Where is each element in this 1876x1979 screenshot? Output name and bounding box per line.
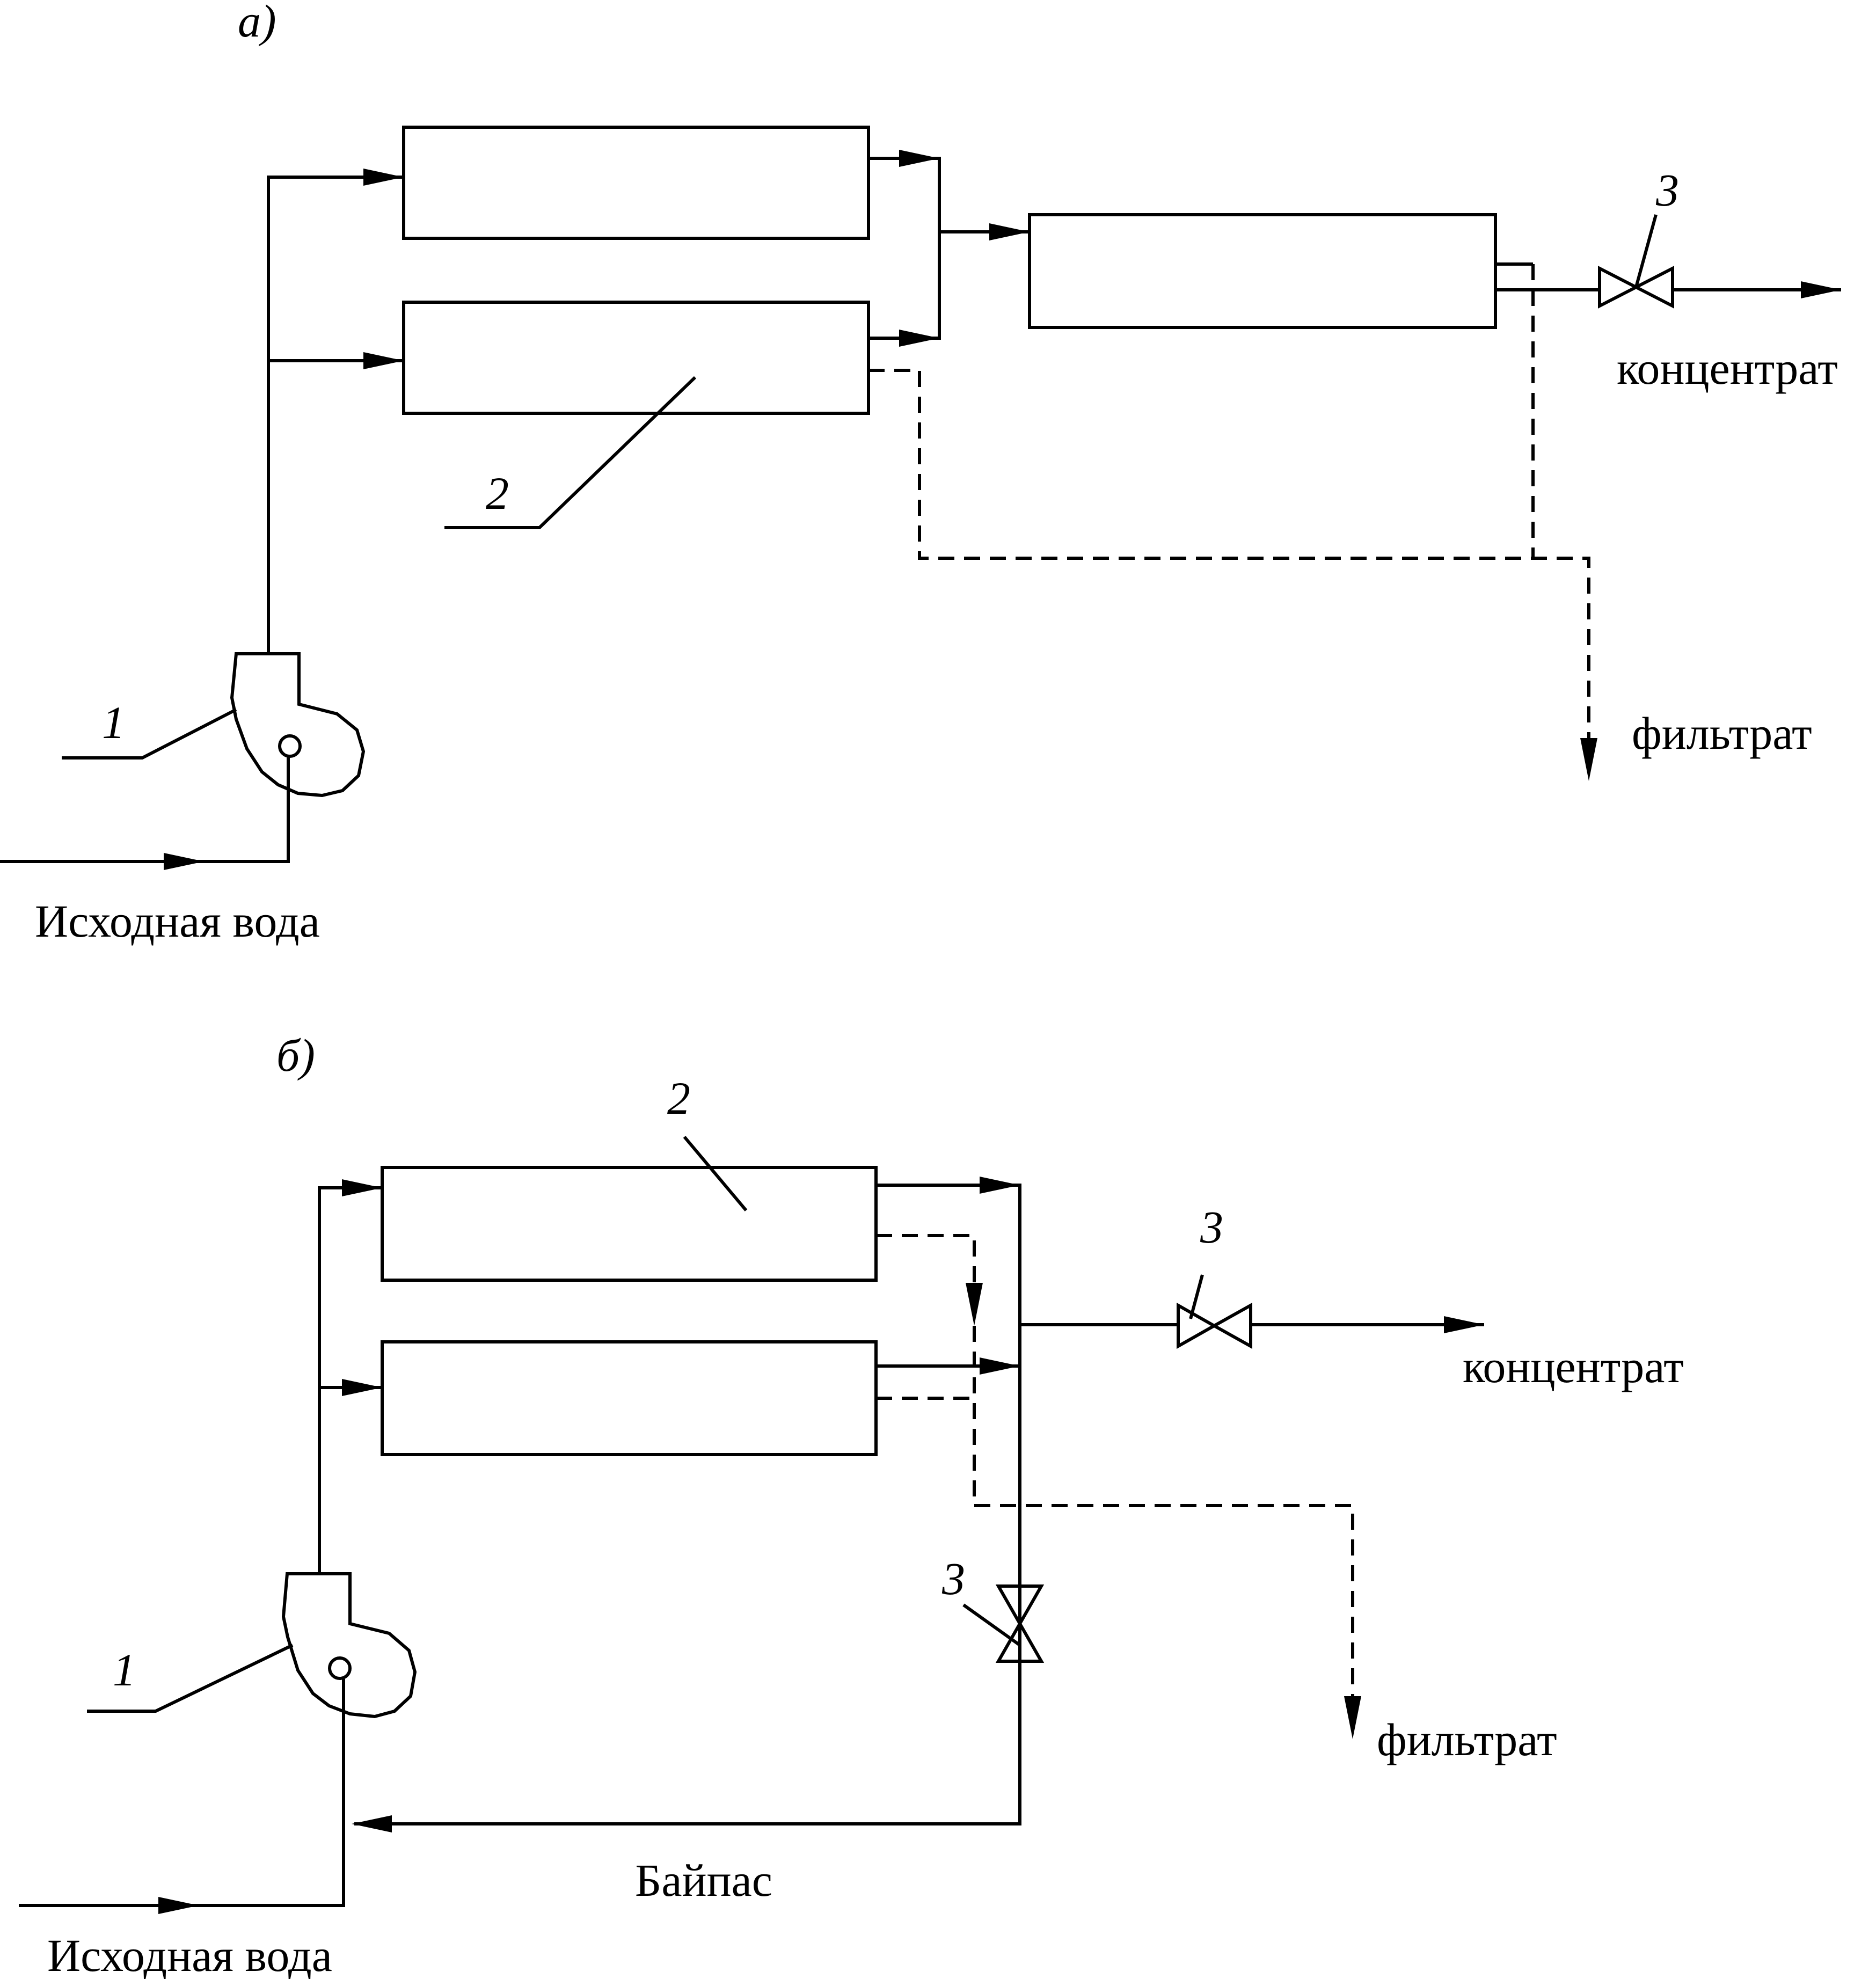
filtrate-label-b: фильтрат	[1377, 1714, 1557, 1765]
arrow-out-bottom-b	[980, 1357, 1020, 1375]
source-water-label-a: Исходная вода	[35, 895, 320, 947]
arrow-filtrate-a	[1580, 738, 1597, 781]
conc-out-top-b	[354, 1184, 1021, 1825]
pump-b	[281, 1572, 417, 1719]
valve-a-right	[1632, 266, 1674, 309]
membrane-module-a-second-stage	[1028, 213, 1497, 329]
concentrate-label-b: концентрат	[1463, 1341, 1684, 1392]
module-leader-a	[444, 376, 697, 529]
valve-b-bypass-leader	[962, 1603, 1021, 1647]
feed-arrow-a	[164, 853, 204, 870]
valve-number-a: 3	[1655, 164, 1679, 216]
pump-a	[230, 652, 366, 798]
diagram-a: а)	[0, 0, 1841, 947]
arrow-concentrate-a	[1801, 281, 1841, 298]
valve-number-b-concentrate: 3	[1200, 1201, 1223, 1253]
concentrate-label-a: концентрат	[1617, 342, 1838, 394]
valve-number-b-bypass: 3	[941, 1553, 965, 1604]
diagram-b: б)	[19, 1029, 1684, 1979]
arrow-into-top-b	[342, 1179, 382, 1196]
conc-out-top-a	[868, 157, 941, 340]
valve-b-conc-left	[1177, 1302, 1218, 1349]
permeate-line-top-b	[876, 1234, 976, 1286]
valve-a-leader	[1634, 214, 1658, 288]
arrow-into-bottom-a	[363, 352, 404, 369]
membrane-module-a-top	[402, 126, 870, 240]
feed-arrow-b	[158, 1897, 199, 1914]
source-water-label-b: Исходная вода	[47, 1930, 332, 1979]
pump-leader-a	[62, 708, 237, 760]
pump-b-shaft	[328, 1656, 352, 1680]
panel-label-a: а)	[238, 0, 276, 47]
module-number-a: 2	[486, 468, 509, 519]
pump-b-housing	[281, 1572, 417, 1719]
membrane-module-b-top	[381, 1166, 878, 1282]
permeate-line-bottom-a	[868, 369, 1590, 743]
module-leader-b	[683, 1136, 748, 1211]
feed-line-b	[19, 1679, 345, 1907]
bypass-label-b: Байпас	[635, 1854, 772, 1906]
arrow-out-top-b	[980, 1177, 1020, 1194]
valve-b-conc-right	[1210, 1302, 1252, 1349]
pump-discharge-a	[267, 176, 404, 654]
pump-number-b: 1	[113, 1644, 136, 1696]
arrow-concentrate-b	[1444, 1316, 1484, 1333]
valve-a-left	[1598, 266, 1640, 309]
pump-a-shaft	[278, 734, 302, 758]
arrow-filtrate-b	[1344, 1696, 1361, 1739]
arrow-out-bottom-a	[899, 330, 939, 347]
feed-line-a	[0, 757, 290, 863]
arrow-into-bottom-b	[342, 1379, 382, 1396]
membrane-module-a-bottom	[402, 301, 870, 415]
valve-b-concentrate	[1177, 1302, 1252, 1349]
arrow-into-second-stage-a	[989, 223, 1030, 240]
membrane-module-b-bottom	[381, 1340, 878, 1456]
arrow-out-top-a	[899, 150, 939, 167]
arrow-bypass-b	[352, 1815, 392, 1832]
pump-leader-b	[87, 1644, 294, 1713]
pump-discharge-b	[318, 1186, 382, 1574]
valve-b-bypass-top	[995, 1584, 1045, 1627]
arrow-permeate-top-b	[966, 1283, 983, 1326]
valve-b-bypass-bottom	[995, 1620, 1045, 1663]
module-number-b: 2	[667, 1072, 690, 1124]
arrow-into-top-a	[363, 169, 404, 186]
panel-label-b: б)	[276, 1029, 315, 1081]
valve-a	[1598, 266, 1674, 309]
valve-b-conc-leader	[1189, 1274, 1204, 1319]
pump-number-a: 1	[102, 697, 125, 748]
valve-b-bypass	[995, 1584, 1045, 1663]
pump-a-housing	[230, 652, 366, 798]
filtrate-label-a: фильтрат	[1632, 707, 1812, 759]
